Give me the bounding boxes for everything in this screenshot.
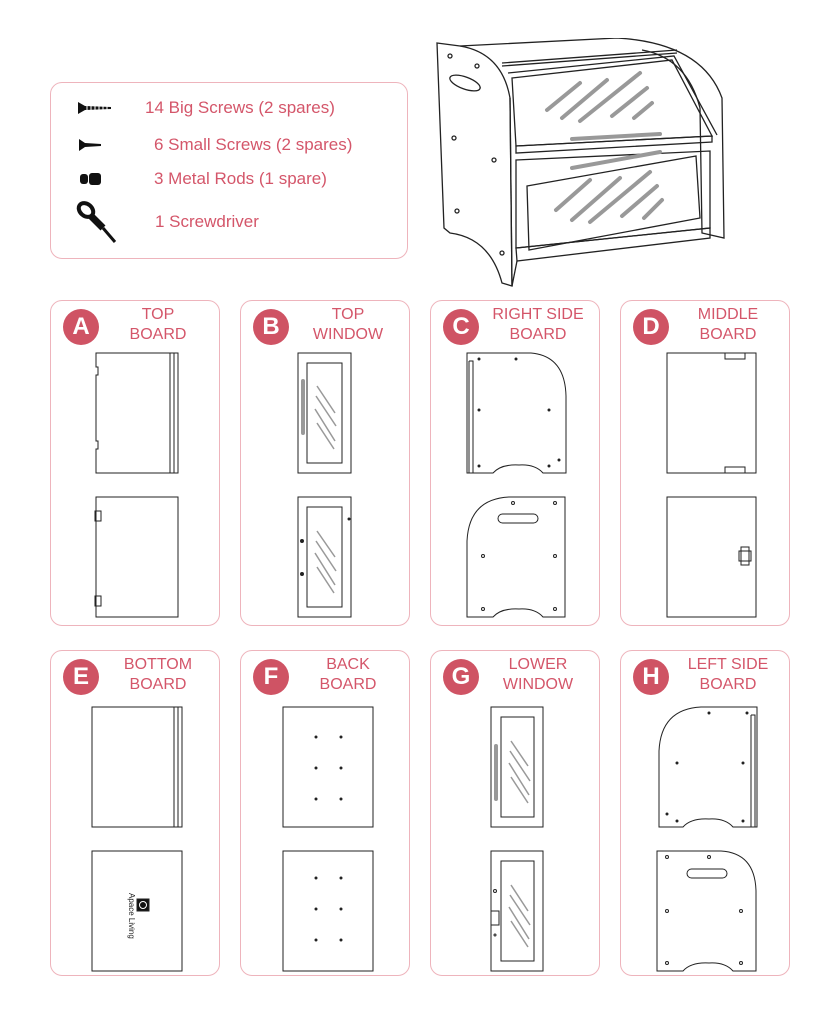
screwdriver-icon — [76, 201, 117, 243]
top-window-drawing — [297, 352, 352, 618]
bottom-board-drawing: Apace Living — [91, 706, 183, 972]
parts-list: 14 Big Screws (2 spares) 6 Small Screws … — [50, 82, 408, 259]
part-badge: B — [253, 309, 289, 345]
parts-item: 3 Metal Rods (1 spare) — [51, 164, 407, 194]
left-side-board-drawing — [656, 706, 758, 972]
part-badge: D — [633, 309, 669, 345]
brand-logo-text: Apace Living — [127, 893, 136, 939]
part-badge: A — [63, 309, 99, 345]
lower-window-drawing — [490, 706, 544, 972]
part-badge: C — [443, 309, 479, 345]
parts-item: 14 Big Screws (2 spares) — [51, 93, 407, 123]
part-badge: G — [443, 659, 479, 695]
small-screw-icon — [79, 139, 101, 151]
part-badge: E — [63, 659, 99, 695]
big-screw-icon — [78, 102, 111, 114]
top-board-drawing — [94, 352, 179, 618]
parts-item: 6 Small Screws (2 spares) — [51, 130, 407, 160]
parts-item-label: 3 Metal Rods (1 spare) — [154, 169, 327, 188]
metal-rod-icon — [80, 173, 101, 185]
parts-item-label: 6 Small Screws (2 spares) — [154, 135, 353, 154]
right-side-board-drawing — [466, 352, 567, 618]
middle-board-drawing — [666, 352, 757, 618]
back-board-drawing — [282, 706, 374, 972]
parts-item-label: 1 Screwdriver — [155, 212, 259, 231]
assembled-cabinet-illustration — [436, 38, 725, 287]
part-badge: H — [633, 659, 669, 695]
part-badge: F — [253, 659, 289, 695]
parts-item: 1 Screwdriver — [51, 201, 407, 248]
parts-item-label: 14 Big Screws (2 spares) — [145, 98, 335, 117]
